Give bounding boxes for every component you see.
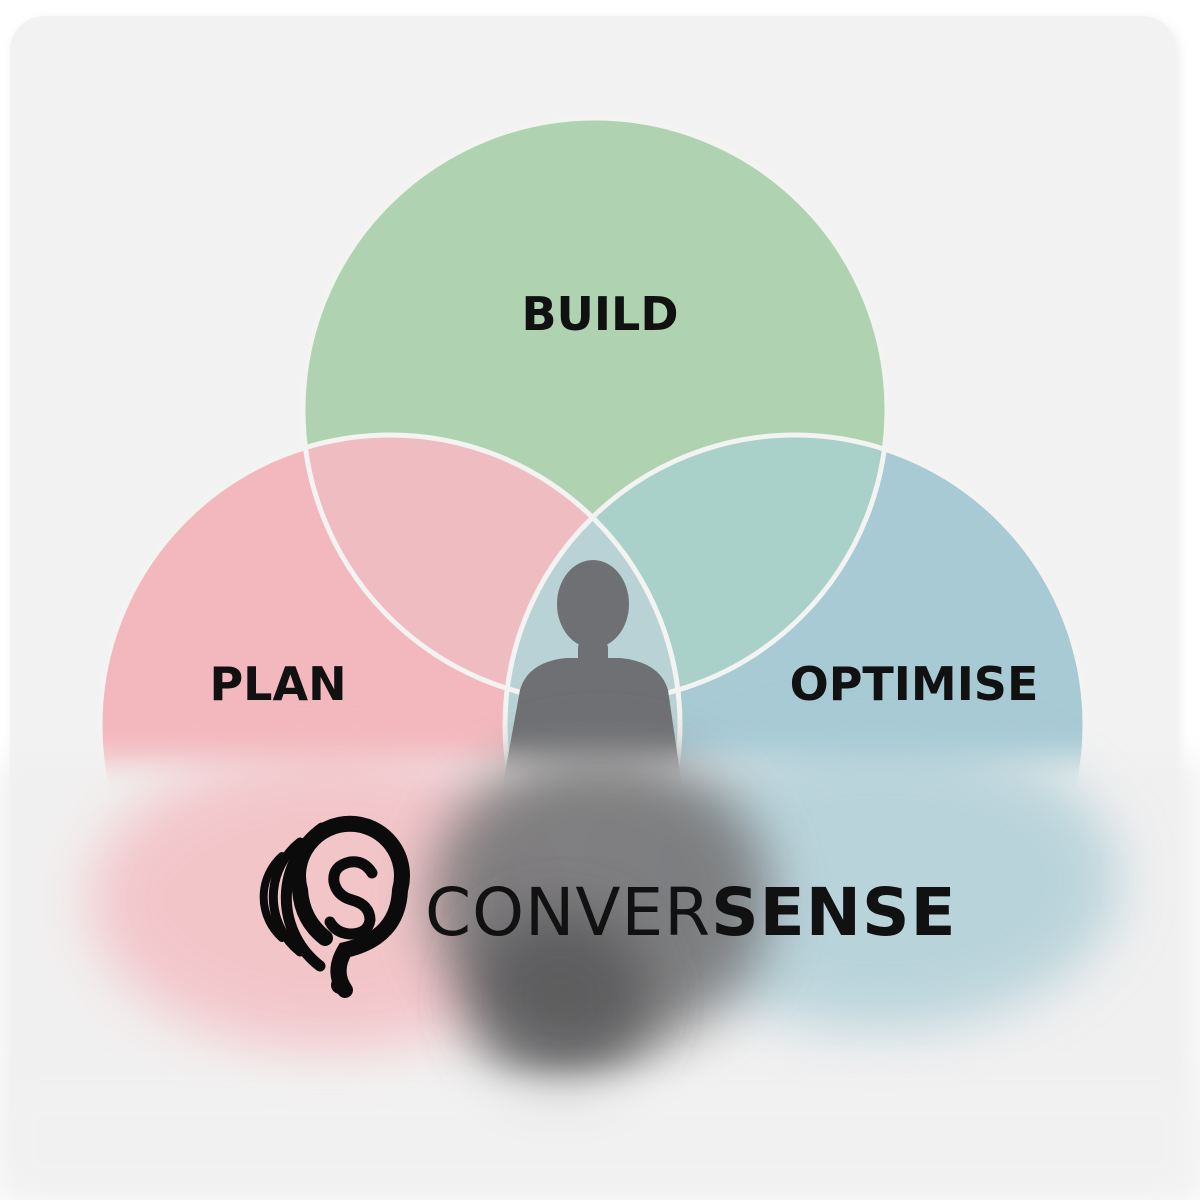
ear-spiral-icon bbox=[259, 815, 410, 998]
plan-label: PLAN bbox=[209, 657, 346, 711]
build-optimise-overlap bbox=[505, 435, 887, 702]
brand-name-light: CONVER bbox=[425, 874, 711, 951]
brand-name-bold: SENSE bbox=[711, 874, 956, 951]
blur-overlay bbox=[0, 730, 1200, 1200]
plan-build-overlap bbox=[303, 435, 680, 702]
build-label: BUILD bbox=[521, 287, 678, 341]
brand-wordmark: CONVERSENSE bbox=[425, 874, 957, 951]
optimise-label: OPTIMISE bbox=[790, 657, 1039, 711]
